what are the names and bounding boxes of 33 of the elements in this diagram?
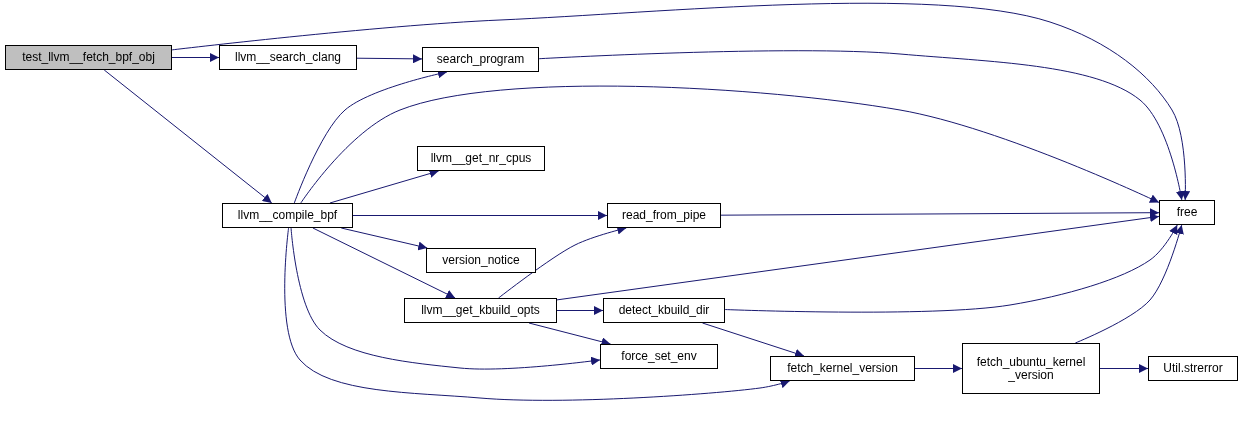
function-box: search_program bbox=[422, 47, 539, 72]
function-box: llvm__get_kbuild_opts bbox=[404, 298, 557, 323]
function-box: read_from_pipe bbox=[607, 203, 721, 228]
call-arrow bbox=[701, 322, 805, 358]
call-arrow bbox=[284, 227, 791, 401]
call-arrow bbox=[103, 69, 273, 204]
function-box: fetch_kernel_version bbox=[770, 356, 915, 381]
function-box: force_set_env bbox=[600, 344, 718, 369]
call-arrow bbox=[914, 364, 963, 373]
call-arrow bbox=[724, 224, 1178, 313]
call-arrow bbox=[1074, 224, 1184, 344]
call-arrow bbox=[171, 2, 1191, 201]
call-arrow bbox=[290, 227, 601, 370]
call-arrow bbox=[720, 208, 1160, 218]
call-arrow bbox=[329, 169, 440, 204]
function-box: fetch_ubuntu_kernel _version bbox=[962, 343, 1100, 394]
function-box: free bbox=[1159, 200, 1215, 225]
call-arrow bbox=[352, 211, 608, 220]
function-box: detect_kbuild_dir bbox=[603, 298, 725, 323]
call-arrow bbox=[300, 85, 1160, 204]
call-arrow bbox=[556, 306, 604, 315]
call-arrow bbox=[171, 53, 220, 62]
function-box: version_notice bbox=[426, 248, 536, 273]
call-arrow bbox=[556, 213, 1160, 301]
function-box: llvm__compile_bpf bbox=[222, 203, 353, 228]
function-box: llvm__get_nr_cpus bbox=[417, 146, 545, 171]
call-arrow bbox=[538, 50, 1185, 201]
function-box: test_llvm__fetch_bpf_obj bbox=[5, 45, 172, 70]
function-box: llvm__search_clang bbox=[219, 45, 357, 70]
call-arrow bbox=[1099, 364, 1149, 373]
function-box: Util.strerror bbox=[1148, 356, 1238, 381]
call-arrow bbox=[312, 227, 456, 299]
call-arrow bbox=[356, 54, 423, 64]
